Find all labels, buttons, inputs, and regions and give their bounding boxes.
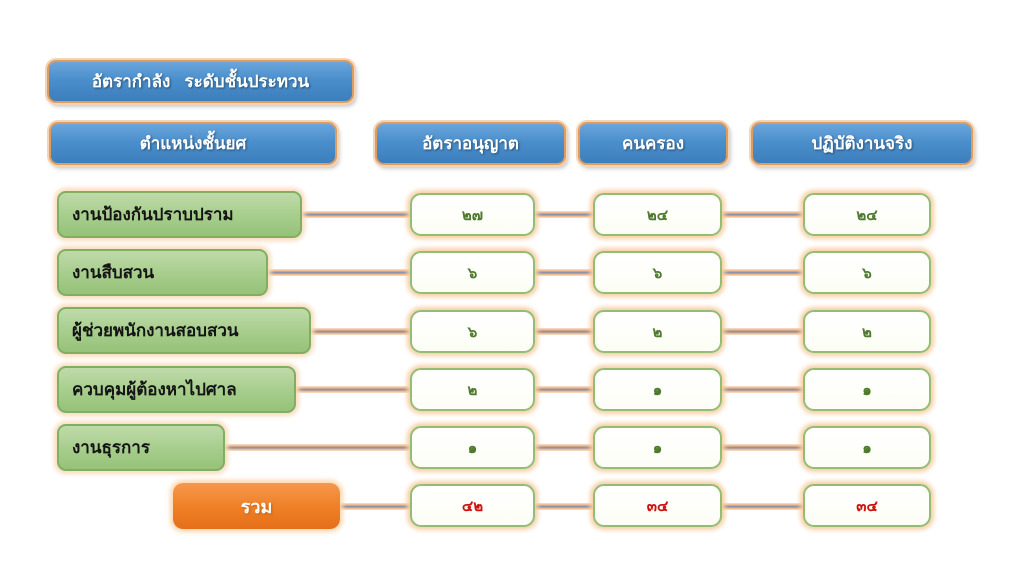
row-label: งานป้องกันปราบปราม bbox=[57, 191, 302, 238]
value-cell: ๖ bbox=[593, 251, 722, 294]
connector-line bbox=[264, 269, 815, 276]
value-cell: ๒ bbox=[410, 368, 535, 411]
value-cell: ๒ bbox=[803, 310, 931, 353]
connector-line bbox=[307, 328, 815, 335]
column-header-authorized: อัตราอนุญาต bbox=[375, 122, 566, 165]
value-cell: ๑ bbox=[410, 426, 535, 469]
value-cell: ๖ bbox=[410, 251, 535, 294]
connector-line bbox=[298, 211, 815, 218]
row-label: ผู้ช่วยพนักงานสอบสวน bbox=[57, 307, 311, 354]
connector-line bbox=[336, 503, 815, 510]
value-cell: ๖ bbox=[410, 310, 535, 353]
value-cell: ๒๗ bbox=[410, 193, 535, 236]
total-label: รวม bbox=[173, 483, 340, 529]
connector-line bbox=[293, 386, 815, 393]
value-cell: ๑ bbox=[803, 426, 931, 469]
diagram-title: อัตรากำลัง ระดับชั้นประทวน bbox=[47, 60, 354, 103]
value-cell: ๑ bbox=[803, 368, 931, 411]
total-value-cell: ๔๒ bbox=[410, 484, 535, 527]
total-value-cell: ๓๔ bbox=[593, 484, 722, 527]
row-label: ควบคุมผู้ต้องหาไปศาล bbox=[57, 366, 296, 413]
row-label: งานธุรการ bbox=[57, 424, 225, 471]
column-header-position: ตำแหน่งชั้นยศ bbox=[49, 122, 337, 165]
row-label: งานสืบสวน bbox=[57, 249, 268, 296]
total-value-cell: ๓๔ bbox=[803, 484, 931, 527]
value-cell: ๒ bbox=[593, 310, 722, 353]
column-header-actual: ปฏิบัติงานจริง bbox=[751, 122, 973, 165]
value-cell: ๖ bbox=[803, 251, 931, 294]
column-header-occupied: คนครอง bbox=[578, 122, 728, 165]
value-cell: ๑ bbox=[593, 368, 722, 411]
value-cell: ๑ bbox=[593, 426, 722, 469]
value-cell: ๒๔ bbox=[593, 193, 722, 236]
value-cell: ๒๔ bbox=[803, 193, 931, 236]
